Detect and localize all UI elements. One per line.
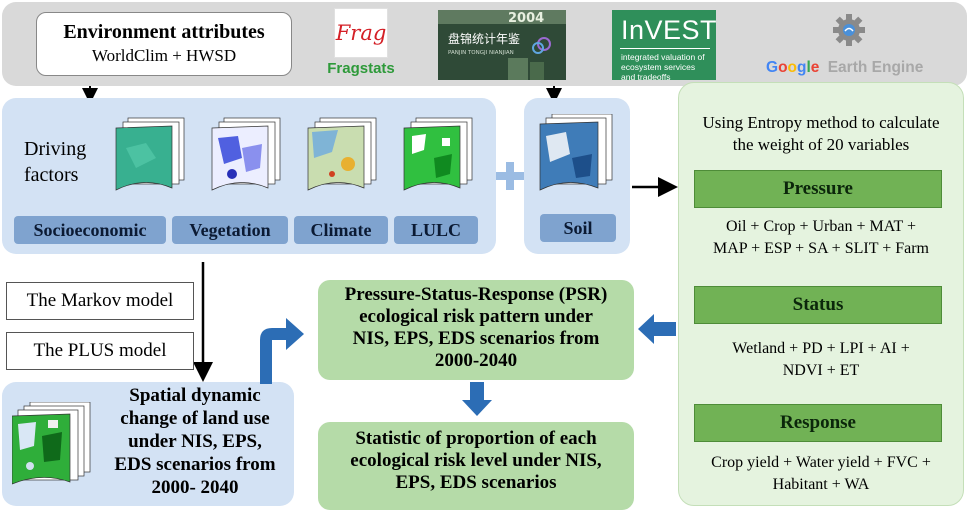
vegetation-map-icon xyxy=(211,117,281,191)
yearbook-year: 2004 xyxy=(508,11,544,26)
invest-title: InVEST xyxy=(621,15,718,45)
invest-subtitle-line: ecosystem services xyxy=(621,62,696,72)
factor-tag-climate: Climate xyxy=(294,216,388,244)
invest-subtitle-line: integrated valuation of xyxy=(621,52,705,62)
driving-factors-label: Driving factors xyxy=(24,138,87,186)
entropy-intro: Using Entropy method to calculate the we… xyxy=(702,113,940,154)
environment-attributes-title: Environment attributes xyxy=(63,21,265,43)
yearbook-subtitle: PANJIN TONGJI NIANJIAN xyxy=(448,50,514,56)
google-earth-engine-logo: Google Earth Engine xyxy=(764,10,934,80)
factor-map-stacks xyxy=(115,117,473,191)
land-use-map-stack-icon xyxy=(12,402,91,485)
invest-subtitle-line: and tradeoffs xyxy=(621,72,671,82)
status-header: Status xyxy=(694,286,942,324)
status-variables: Wetland + PD + LPI + AI + NDVI + ET xyxy=(732,340,910,379)
invest-logo: InVEST integrated valuation of ecosystem… xyxy=(612,10,718,82)
gee-earth-engine-text: Earth Engine xyxy=(828,59,924,76)
environment-attributes-box: Environment attributes WorldClim + HWSD xyxy=(36,12,292,76)
gear-icon xyxy=(833,14,865,46)
response-header: Response xyxy=(694,404,942,442)
socioeconomic-map-icon xyxy=(115,117,185,191)
fragstats-logo-text: Frag xyxy=(335,21,386,45)
pressure-variables: Oil + Crop + Urban + MAT + MAP + ESP + S… xyxy=(713,218,929,257)
factor-tag-soil: Soil xyxy=(540,214,616,242)
statistical-yearbook-cover: 2004 盘锦统计年鉴 PANJIN TONGJI NIANJIAN xyxy=(438,10,566,80)
curved-arrow-icon xyxy=(260,318,304,384)
lulc-map-icon xyxy=(403,117,473,191)
spatial-dynamic-text: Spatial dynamic change of land use under… xyxy=(114,385,276,498)
yearbook-title: 盘锦统计年鉴 xyxy=(448,31,520,46)
pressure-header: Pressure xyxy=(694,170,942,208)
soil-map-icon xyxy=(539,114,613,191)
plus-icon xyxy=(496,162,524,190)
fragstats-label: Fragstats xyxy=(327,60,395,77)
factor-tag-vegetation: Vegetation xyxy=(172,216,288,244)
factor-tag-socioeconomic: Socioeconomic xyxy=(14,216,166,244)
arrow-left-icon xyxy=(638,314,676,344)
arrow-down-icon xyxy=(462,382,492,416)
environment-attributes-sources: WorldClim + HWSD xyxy=(91,46,237,65)
psr-pattern-box: Pressure-Status-Response (PSR) ecologica… xyxy=(318,280,634,380)
statistic-proportion-box: Statistic of proportion of each ecologic… xyxy=(318,422,634,510)
markov-model-box: The Markov model xyxy=(6,282,194,320)
plus-model-box: The PLUS model xyxy=(6,332,194,370)
response-variables: Crop yield + Water yield + FVC + Habitan… xyxy=(711,454,931,493)
fragstats-logo: Frag xyxy=(334,8,388,58)
svg-text:Google Earth Engine: Google Earth Engine xyxy=(766,59,924,76)
climate-map-icon xyxy=(307,117,377,191)
factor-tag-lulc: LULC xyxy=(394,216,478,244)
